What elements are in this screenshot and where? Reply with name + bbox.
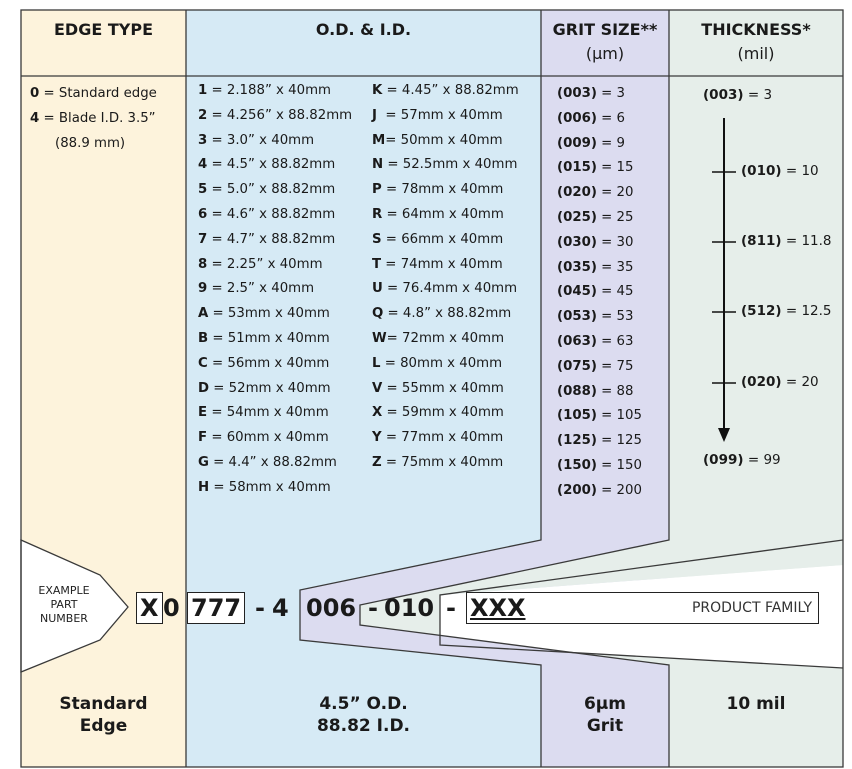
list-item: B = 51mm x 40mm <box>198 330 330 346</box>
part-segment-x: X <box>136 592 163 624</box>
list-item: (088) = 88 <box>557 383 634 399</box>
list-item: W= 72mm x 40mm <box>372 330 505 346</box>
list-item: (063) = 63 <box>557 333 634 349</box>
list-item: P = 78mm x 40mm <box>372 182 504 198</box>
list-item: 9 = 2.5” x 40mm <box>198 281 315 297</box>
header-grit-unit: (µm) <box>585 44 625 63</box>
thickness-tick-label-2: (811) = 11.8 <box>741 233 832 249</box>
list-item: 4 = Blade I.D. 3.5” <box>30 110 156 126</box>
thickness-tick-label-4: (020) = 20 <box>741 374 819 390</box>
list-item: T = 74mm x 40mm <box>372 256 503 272</box>
part-segment-grit: 006 <box>306 594 357 622</box>
list-item: (030) = 30 <box>557 234 634 250</box>
outer-frame <box>20 9 844 768</box>
list-item: (006) = 6 <box>557 110 625 126</box>
od-band <box>186 540 541 767</box>
list-item: (020) = 20 <box>557 185 634 201</box>
list-item: S = 66mm x 40mm <box>372 231 504 247</box>
list-item: (105) = 105 <box>557 408 642 424</box>
grit-band <box>300 540 669 767</box>
header-od-id: O.D. & I.D. <box>315 20 412 39</box>
edge-type-list: 0 = Standard edge 4 = Blade I.D. 3.5” (8… <box>30 82 157 156</box>
header-grit-size: GRIT SIZE** <box>552 20 658 39</box>
list-item: M= 50mm x 40mm <box>372 132 503 148</box>
list-item: Y = 77mm x 40mm <box>372 430 504 446</box>
thickness-tick-label-3: (512) = 12.5 <box>741 303 832 319</box>
part-segment-thickness: 010 <box>384 594 435 622</box>
product-family-box: XXX PRODUCT FAMILY <box>466 592 819 624</box>
footer-od: 4.5” O.D.88.82 I.D. <box>316 694 411 736</box>
list-item: 6 = 4.6” x 88.82mm <box>198 206 336 222</box>
list-item: 1 = 2.188” x 40mm <box>198 83 331 98</box>
product-family-label: PRODUCT FAMILY <box>691 600 812 616</box>
part-dash-2: - <box>368 594 378 622</box>
list-item: D = 52mm x 40mm <box>198 380 331 396</box>
grit-right-edge <box>359 10 670 767</box>
list-item: (015) = 15 <box>557 160 634 176</box>
thickness-arrow-head <box>718 428 730 442</box>
grit-size-list: (003) = 3 (006) = 6 (009) = 9 (015) = 15 (02… <box>557 82 642 504</box>
part-segment-edge: 0 <box>163 594 180 622</box>
grit-left-edge <box>299 10 542 767</box>
part-segment-od: 777 <box>187 592 246 624</box>
list-item: 0 = Standard edge <box>30 86 157 101</box>
list-item: K = 4.45” x 88.82mm <box>372 83 519 98</box>
list-item: V = 55mm x 40mm <box>372 380 504 396</box>
list-item: (88.9 mm) <box>55 135 126 151</box>
list-item: X = 59mm x 40mm <box>372 405 504 421</box>
list-item: 7 = 4.7” x 88.82mm <box>198 231 336 247</box>
list-item: R = 64mm x 40mm <box>372 206 504 222</box>
list-item: L = 80mm x 40mm <box>372 355 503 371</box>
list-item: Z = 75mm x 40mm <box>372 454 504 470</box>
list-item: (045) = 45 <box>557 284 634 300</box>
thickness-band <box>360 540 843 767</box>
list-item: F = 60mm x 40mm <box>198 430 329 446</box>
header-thickness-unit: (mil) <box>737 44 775 63</box>
example-part-number-label: EXAMPLE PART NUMBER <box>38 584 90 625</box>
part-dash-1: - <box>255 594 265 622</box>
list-item: J = 57mm x 40mm <box>372 107 503 123</box>
list-item: E = 54mm x 40mm <box>198 405 329 421</box>
thickness-bottom-label: (099) = 99 <box>703 452 781 468</box>
list-item: (150) = 150 <box>557 457 642 473</box>
list-item: (125) = 125 <box>557 433 642 449</box>
thickness-top-label: (003) = 3 <box>703 87 773 103</box>
part-segment-od2: 4 <box>272 594 289 622</box>
thickness-right-edge <box>439 539 844 669</box>
list-item: (035) = 35 <box>557 259 634 275</box>
list-item: (003) = 3 <box>557 86 625 101</box>
list-item: C = 56mm x 40mm <box>198 355 330 371</box>
list-item: Q = 4.8” x 88.82mm <box>372 306 512 322</box>
list-item: 5 = 5.0” x 88.82mm <box>198 182 336 198</box>
thickness-tick-label-1: (010) = 10 <box>741 163 819 179</box>
list-item: H = 58mm x 40mm <box>198 479 331 495</box>
od-list-left: 1 = 2.188” x 40mm 2 = 4.256” x 88.82mm 3 =… <box>198 79 352 501</box>
list-item: N = 52.5mm x 40mm <box>372 157 518 173</box>
list-item: (075) = 75 <box>557 358 634 374</box>
list-item: G = 4.4” x 88.82mm <box>198 454 337 470</box>
list-item: 4 = 4.5” x 88.82mm <box>198 157 336 173</box>
header-thickness: THICKNESS* <box>701 20 811 39</box>
header-edge-type: EDGE TYPE <box>54 20 153 39</box>
list-item: (009) = 9 <box>557 135 625 151</box>
list-item: 2 = 4.256” x 88.82mm <box>198 107 353 123</box>
list-item: A = 53mm x 40mm <box>198 306 330 322</box>
list-item: (200) = 200 <box>557 482 642 498</box>
footer-thickness: 10 mil <box>726 694 786 714</box>
part-segment-family: XXX <box>470 594 526 622</box>
list-item: 8 = 2.25” x 40mm <box>198 256 323 272</box>
list-item: (053) = 53 <box>557 309 634 325</box>
list-item: 3 = 3.0” x 40mm <box>198 132 315 148</box>
od-list-right: K = 4.45” x 88.82mm J = 57mm x 40mm M= 50m… <box>372 79 519 476</box>
part-dash-3: - <box>446 594 456 622</box>
list-item: (025) = 25 <box>557 209 634 225</box>
list-item: U = 76.4mm x 40mm <box>372 281 518 297</box>
